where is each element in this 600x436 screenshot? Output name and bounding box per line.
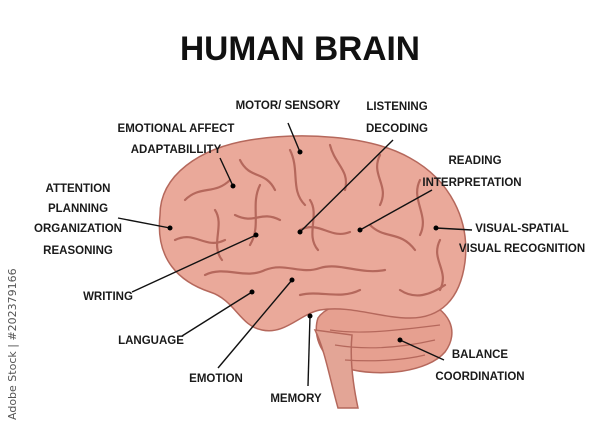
label-decoding: DECODING bbox=[366, 123, 428, 135]
label-visual-recognition: VISUAL RECOGNITION bbox=[459, 243, 585, 255]
brain-illustration bbox=[158, 135, 467, 409]
label-memory: MEMORY bbox=[270, 393, 322, 405]
title: HUMAN BRAIN bbox=[180, 30, 420, 68]
label-reading: READING bbox=[448, 155, 501, 167]
label-emotion: EMOTION bbox=[189, 373, 243, 385]
label-listening: LISTENING bbox=[366, 101, 427, 113]
watermark: Adobe Stock | #202379166 bbox=[6, 268, 19, 420]
label-balance: BALANCE bbox=[452, 349, 509, 361]
label-language: LANGUAGE bbox=[118, 335, 184, 347]
label-attention: ATTENTION bbox=[46, 183, 111, 195]
leader-lines bbox=[117, 122, 473, 387]
label-interpretation: INTERPRETATION bbox=[422, 177, 521, 189]
label-reasoning: REASONING bbox=[43, 245, 113, 257]
label-planning: PLANNING bbox=[48, 203, 108, 215]
label-adaptability: ADAPTABILLITY bbox=[131, 144, 222, 156]
label-coordination: COORDINATION bbox=[435, 371, 524, 383]
label-motor-sensory: MOTOR/ SENSORY bbox=[236, 100, 341, 112]
label-emotional-affect: EMOTIONAL AFFECT bbox=[118, 123, 235, 135]
brain-stem bbox=[313, 329, 359, 409]
label-visual-spatial: VISUAL-SPATIAL bbox=[475, 223, 569, 235]
label-organization: ORGANIZATION bbox=[34, 223, 122, 235]
label-writing: WRITING bbox=[83, 291, 133, 303]
